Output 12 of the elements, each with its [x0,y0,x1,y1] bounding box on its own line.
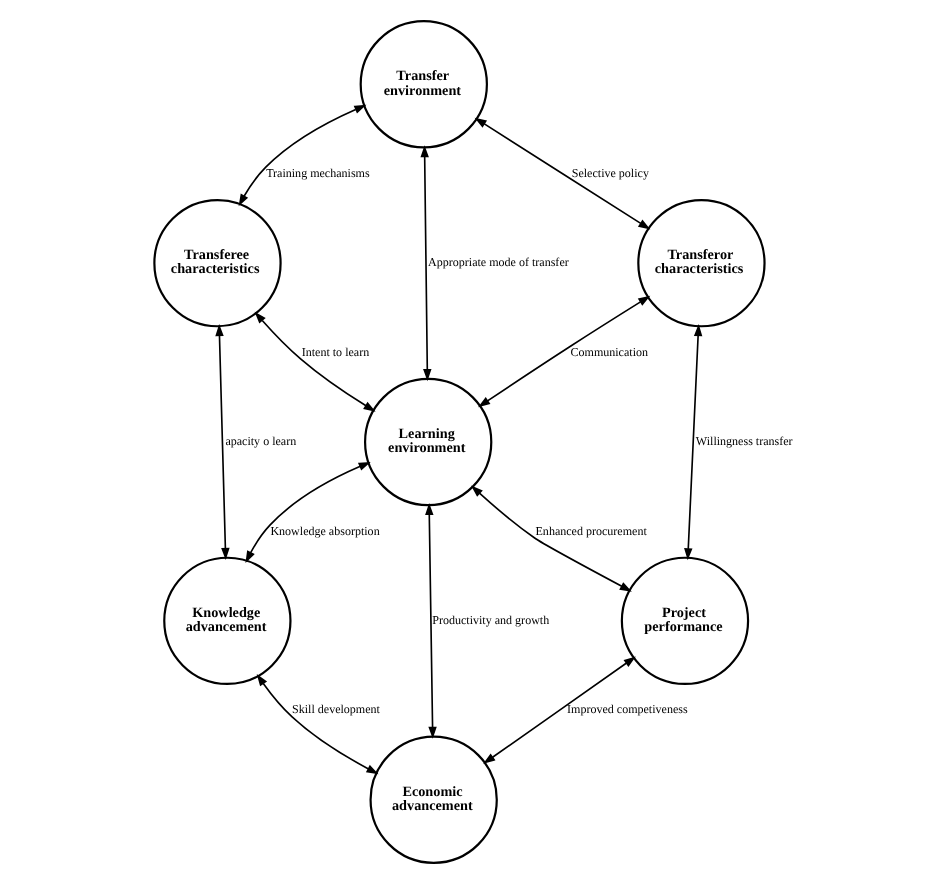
arrow [215,324,230,560]
arrow [471,485,632,592]
arrow [684,324,703,561]
arrow [425,502,437,739]
arrow [478,295,651,408]
arrow [245,461,371,563]
arrow [238,104,367,207]
arrow [420,145,432,382]
arrow [483,656,636,764]
arrow [474,117,651,230]
arrow [254,311,376,412]
arrow [256,674,379,775]
